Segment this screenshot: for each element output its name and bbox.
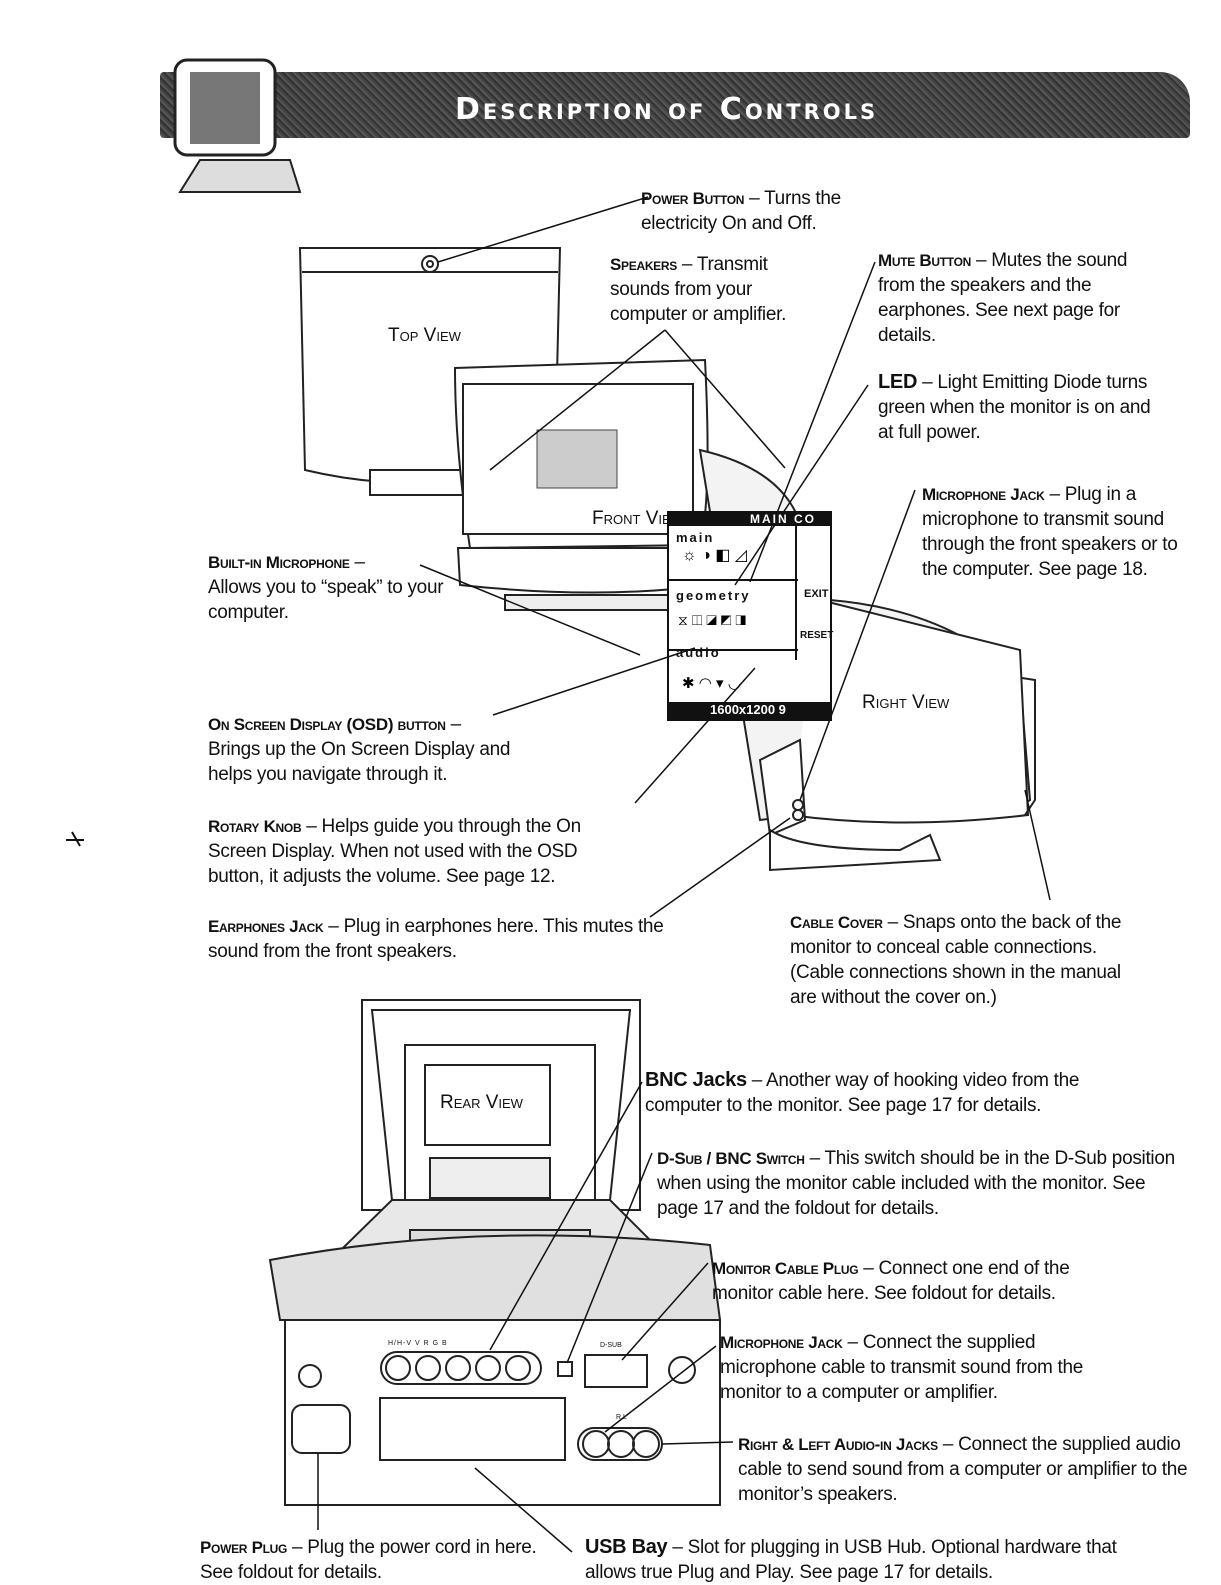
svg-text:✱ ◠ ▾ ◡: ✱ ◠ ▾ ◡ [682,675,741,692]
callout-microphone-jack-front: Microphone Jack – Plug in a microphone t… [922,484,1178,580]
callout-usb-bay: USB Bay – Slot for plugging in USB Hub. … [585,1536,1117,1583]
callout-monitor-cable-plug: Monitor Cable Plug – Connect one end of … [712,1258,1070,1304]
rear-view-label: Rear View [440,1092,523,1113]
front-view-label: Front View [592,508,683,529]
callout-earphones-jack: Earphones Jack – Plug in earphones here.… [208,916,664,962]
osd-section-geometry: geometry [676,588,751,603]
osd-exit: EXIT [804,588,829,600]
header-monitor-icon [173,58,302,193]
front-view-drawing [369,358,712,611]
callout-osd-button: On Screen Display (OSD) button –Brings u… [208,714,511,785]
callout-power-button: Power Button – Turns the electricity On … [641,188,841,234]
osd-section-main: main [676,530,715,545]
osd-resolution: 1600x1200 9 [710,702,786,717]
page-title: Description of Controls [455,92,879,127]
osd-title: MAIN CO [750,512,816,526]
header-banner [160,72,1190,138]
audio-port-labels: R L [616,1414,627,1421]
rear-panel-drawing [268,1234,722,1506]
callout-dsub-bnc-switch: D-Sub / BNC Switch – This switch should … [657,1148,1175,1219]
callout-cable-cover: Cable Cover – Snaps onto the back of the… [790,912,1122,1008]
callout-bnc-jacks: BNC Jacks – Another way of hooking video… [645,1069,1080,1116]
callout-rotary-knob: Rotary Knob – Helps guide you through th… [208,816,581,887]
callout-power-plug: Power Plug – Plug the power cord in here… [200,1537,537,1583]
svg-text:☼ ◑ ◧ ◿: ☼ ◑ ◧ ◿ [682,547,748,564]
callout-audio-in-jacks: Right & Left Audio-in Jacks – Connect th… [738,1434,1188,1505]
right-view-drawing [698,448,1036,872]
bnc-port-labels: H/H-V V R G B [388,1340,448,1347]
osd-panel-drawing: ☼ ◑ ◧ ◿ ⧖ ◫ ◪ ◩ ◨ ✱ ◠ ▾ ◡ [667,511,832,721]
callout-microphone-jack-rear: Microphone Jack – Connect the supplied m… [720,1332,1084,1403]
osd-reset: RESET [800,630,834,641]
svg-text:⧖ ◫ ◪ ◩ ◨: ⧖ ◫ ◪ ◩ ◨ [678,612,746,628]
top-view-label: Top View [388,325,461,346]
callout-speakers: Speakers – Transmit sounds from your com… [610,254,787,325]
right-view-label: Right View [862,692,950,713]
osd-section-audio: audio [676,645,721,660]
margin-mark [66,831,84,847]
dsub-port-label: D-SUB [600,1342,622,1349]
callout-mute-button: Mute Button – Mutes the sound from the s… [878,250,1128,346]
callout-builtin-microphone: Built-in Microphone –Allows you to “spea… [208,552,444,623]
callout-led: LED – Light Emitting Diode turns green w… [878,371,1151,443]
callout-leader-lines [317,196,1051,1553]
